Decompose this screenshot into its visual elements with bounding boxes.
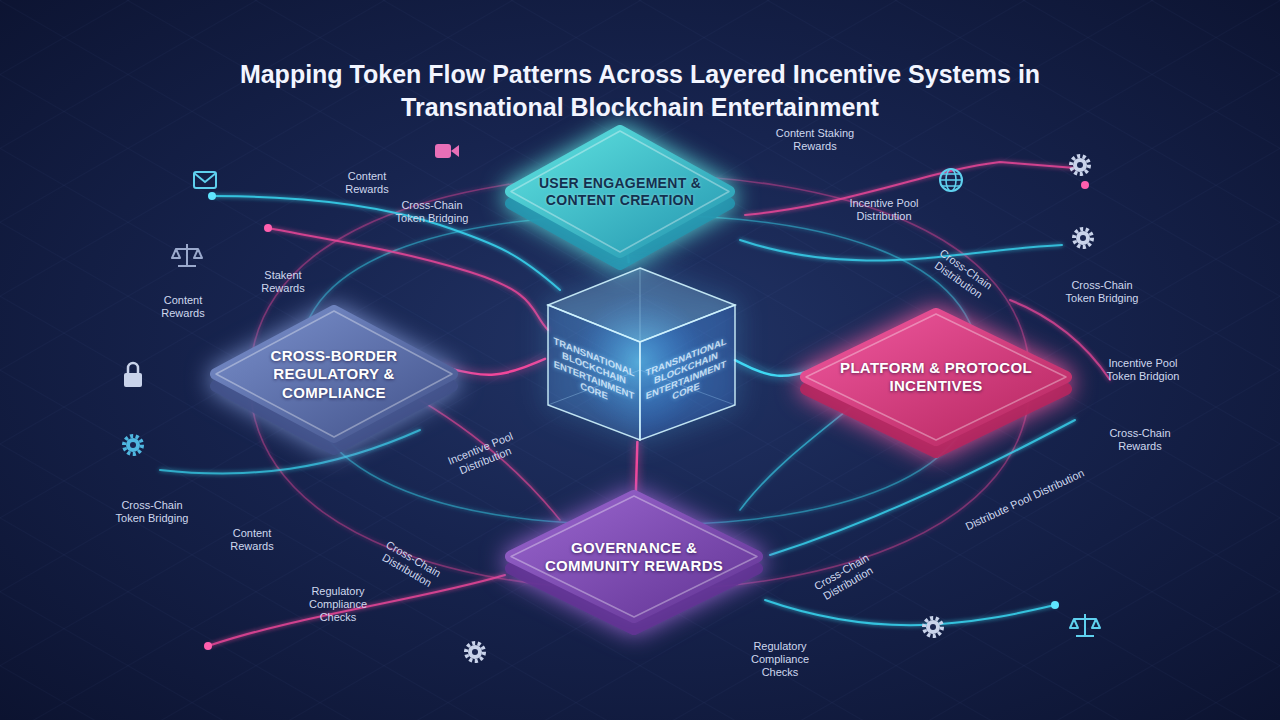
flow-line xyxy=(740,240,1062,260)
flow-label: Incentive Pool Distribution xyxy=(838,197,930,223)
flow-label: Cross-Chain Distribution xyxy=(804,547,886,610)
layer-plate: PLATFORM & PROTOCOL INCENTIVES xyxy=(800,308,1072,458)
flow-label: Regulatory Compliance Checks xyxy=(297,585,379,625)
plate-title: PLATFORM & PROTOCOL INCENTIVES xyxy=(831,359,1041,396)
flow-line xyxy=(268,228,548,330)
scales-icon xyxy=(1070,614,1100,636)
video-icon xyxy=(451,145,459,157)
flow-label: Cross-Chain Distribution xyxy=(369,534,451,597)
flow-line xyxy=(160,430,420,474)
plate-title: GOVERNANCE & COMMUNITY REWARDS xyxy=(544,538,724,575)
flow-dot xyxy=(1051,601,1059,609)
plate-highlight xyxy=(216,311,452,437)
flow-label: Content Rewards xyxy=(222,527,282,553)
globe-icon xyxy=(940,174,962,186)
flow-label: Regulatory Compliance Checks xyxy=(739,640,821,680)
gear-icon xyxy=(466,643,484,661)
layer-plate: GOVERNANCE & COMMUNITY REWARDS xyxy=(505,490,763,635)
gear-icon xyxy=(1071,156,1089,174)
flow-line xyxy=(740,400,860,510)
plate-top xyxy=(216,311,452,437)
gear-icon xyxy=(1077,162,1083,168)
core-cube: TRANSNATIONAL BLOCKCHAIN ENTERTAINMENT C… xyxy=(545,262,735,442)
flow-label: Content Rewards xyxy=(153,294,213,320)
flow-label: Cross-Chain Token Bridging xyxy=(386,199,478,225)
flow-dot xyxy=(204,642,212,650)
gear-icon xyxy=(924,618,942,636)
cube-face xyxy=(548,305,640,440)
layer-plate: CROSS-BORDER REGULATORY & COMPLIANCE xyxy=(210,305,458,455)
diagram-title: Mapping Token Flow Patterns Across Layer… xyxy=(205,58,1075,124)
gear-icon xyxy=(930,624,936,630)
plate-highlight xyxy=(806,314,1066,440)
flow-label: Incentive Pool Token Bridgion xyxy=(1097,357,1189,383)
flow-dot xyxy=(264,224,272,232)
lock-icon xyxy=(128,363,138,373)
gear-icon xyxy=(472,649,478,655)
flow-line xyxy=(765,600,1055,625)
flow-label: Cross-Chain Distribution xyxy=(922,241,1003,308)
cube-face xyxy=(640,305,735,440)
plate-highlight xyxy=(511,496,757,617)
flow-label: Distribute Pool Distribution xyxy=(941,456,1110,544)
flow-line xyxy=(212,196,560,290)
flow-label: Incentive Pool Distribution xyxy=(435,426,530,485)
plate-title: USER ENGAGEMENT & CONTENT CREATION xyxy=(534,174,706,208)
flow-label: Cross-Chain Token Bridging xyxy=(1056,279,1148,305)
flow-line xyxy=(420,400,560,520)
gear-icon xyxy=(1073,158,1087,172)
plate-top xyxy=(806,314,1066,440)
gear-icon xyxy=(1076,231,1090,245)
flow-label: Cross-Chain Rewards xyxy=(1099,427,1181,453)
flow-label: Stakent Rewards xyxy=(253,269,313,295)
scales-icon xyxy=(172,244,202,266)
gear-icon xyxy=(468,645,482,659)
flow-line xyxy=(208,575,505,646)
plate-top xyxy=(511,496,757,617)
flow-connector xyxy=(636,442,637,493)
layer-plate: USER ENGAGEMENT & CONTENT CREATION xyxy=(505,125,735,270)
gear-icon xyxy=(1074,229,1092,247)
flow-label: Content Staking Rewards xyxy=(763,127,867,153)
gear-icon xyxy=(926,620,940,634)
flow-dot xyxy=(208,192,216,200)
mail-icon xyxy=(194,172,216,188)
plate-top xyxy=(511,131,729,252)
flow-label: Content Rewards xyxy=(337,170,397,196)
lock-icon xyxy=(124,373,142,387)
gear-icon xyxy=(124,436,142,454)
mail-icon xyxy=(194,173,216,182)
flow-label: Cross-Chain Token Bridging xyxy=(106,499,198,525)
flow-dot xyxy=(1081,181,1089,189)
plate-highlight xyxy=(511,131,729,252)
globe-icon xyxy=(940,169,962,191)
gear-icon xyxy=(126,438,140,452)
video-icon xyxy=(435,144,451,158)
gear-icon xyxy=(130,442,136,448)
gear-icon xyxy=(1080,235,1086,241)
plate-title: CROSS-BORDER REGULATORY & COMPLIANCE xyxy=(259,347,409,402)
